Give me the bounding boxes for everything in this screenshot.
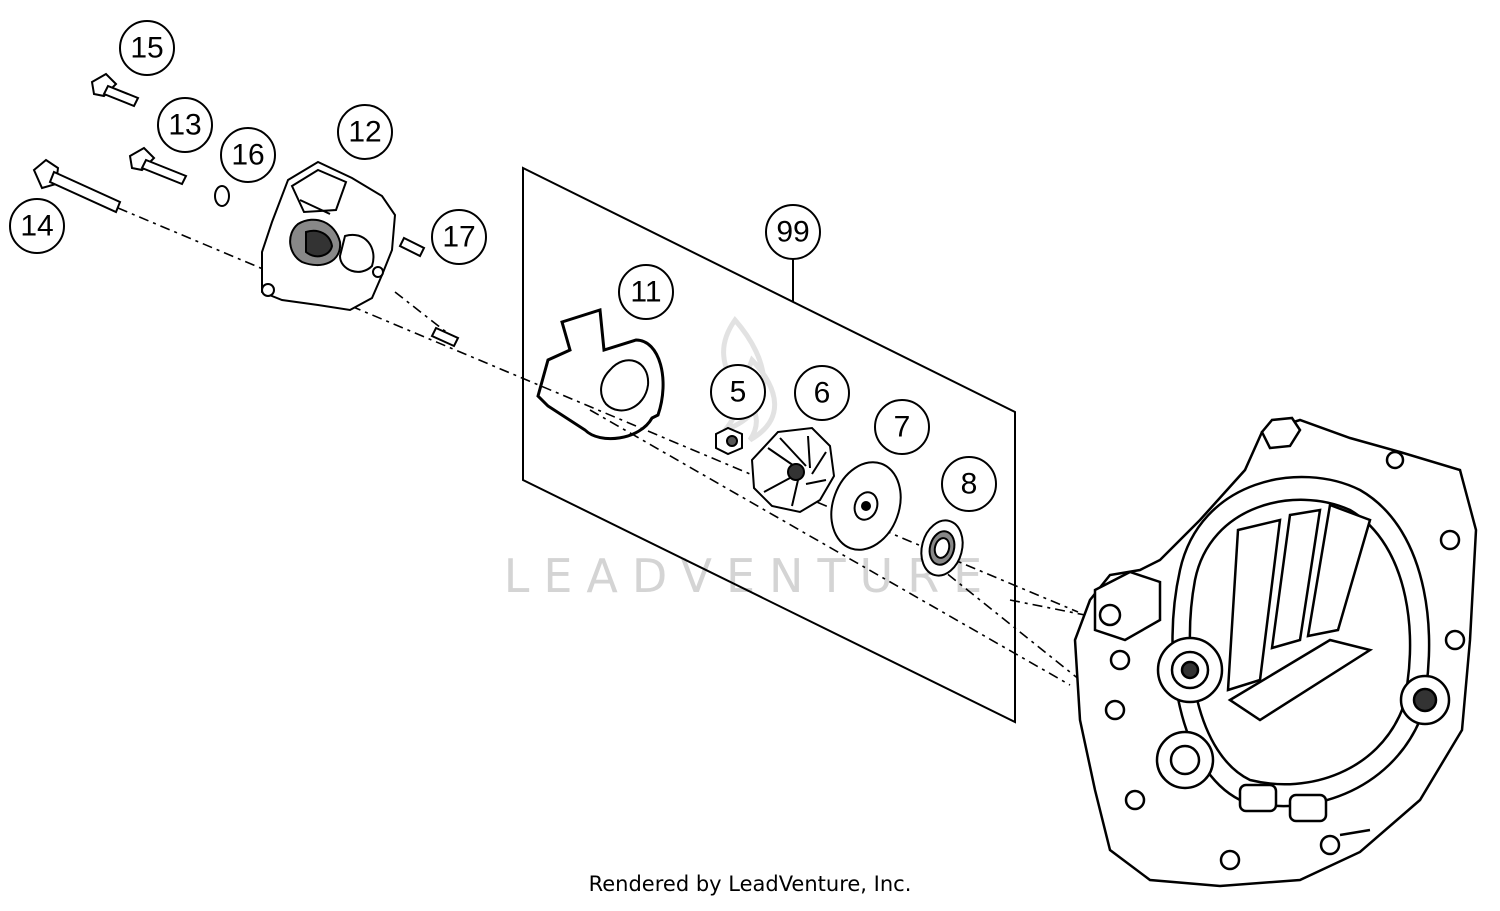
- callout-13[interactable]: 13: [157, 97, 213, 153]
- pump-cover-12: [261, 160, 397, 312]
- callout-7[interactable]: 7: [874, 399, 930, 455]
- engine-cover: [1073, 416, 1478, 888]
- callout-11-label: 11: [630, 276, 661, 309]
- watermark-text: LEADVENTURE: [504, 549, 997, 603]
- render-credit: Rendered by LeadVenture, Inc.: [588, 872, 912, 896]
- callout-99[interactable]: 99: [765, 204, 821, 260]
- bolt-15: [90, 72, 140, 108]
- assembly-centerlines: [117, 207, 1086, 686]
- bolt-13: [128, 146, 188, 186]
- impeller-6: [750, 426, 836, 514]
- callout-7-label: 7: [894, 411, 911, 444]
- callout-15-label: 15: [130, 32, 163, 65]
- callout-5-label: 5: [730, 376, 747, 409]
- nut-5: [715, 426, 743, 456]
- watermark: LEADVENTURE: [504, 315, 997, 603]
- bolt-14: [32, 158, 122, 214]
- gasket-11: [536, 308, 665, 441]
- callout-6[interactable]: 6: [794, 365, 850, 421]
- callout-17-label: 17: [442, 221, 475, 254]
- callout-16-label: 16: [231, 139, 264, 172]
- callout-8[interactable]: 8: [941, 456, 997, 512]
- callout-5[interactable]: 5: [710, 364, 766, 420]
- callout-13-label: 13: [168, 109, 201, 142]
- dowel-pins-17: [398, 236, 460, 348]
- callout-15[interactable]: 15: [119, 20, 175, 76]
- callout-6-label: 6: [814, 377, 831, 410]
- callout-8-label: 8: [961, 468, 978, 501]
- callout-99-label: 99: [776, 216, 809, 249]
- callout-16[interactable]: 16: [220, 127, 276, 183]
- callout-12-label: 12: [348, 116, 381, 149]
- callout-14-label: 14: [20, 210, 53, 243]
- kit-outline: [522, 166, 1016, 724]
- seal-8: [920, 519, 964, 577]
- callout-12[interactable]: 12: [337, 104, 393, 160]
- washer-16: [214, 185, 230, 207]
- callout-14[interactable]: 14: [9, 198, 65, 254]
- callout-11[interactable]: 11: [618, 264, 674, 320]
- disc-7: [830, 461, 902, 551]
- callout-17[interactable]: 17: [431, 209, 487, 265]
